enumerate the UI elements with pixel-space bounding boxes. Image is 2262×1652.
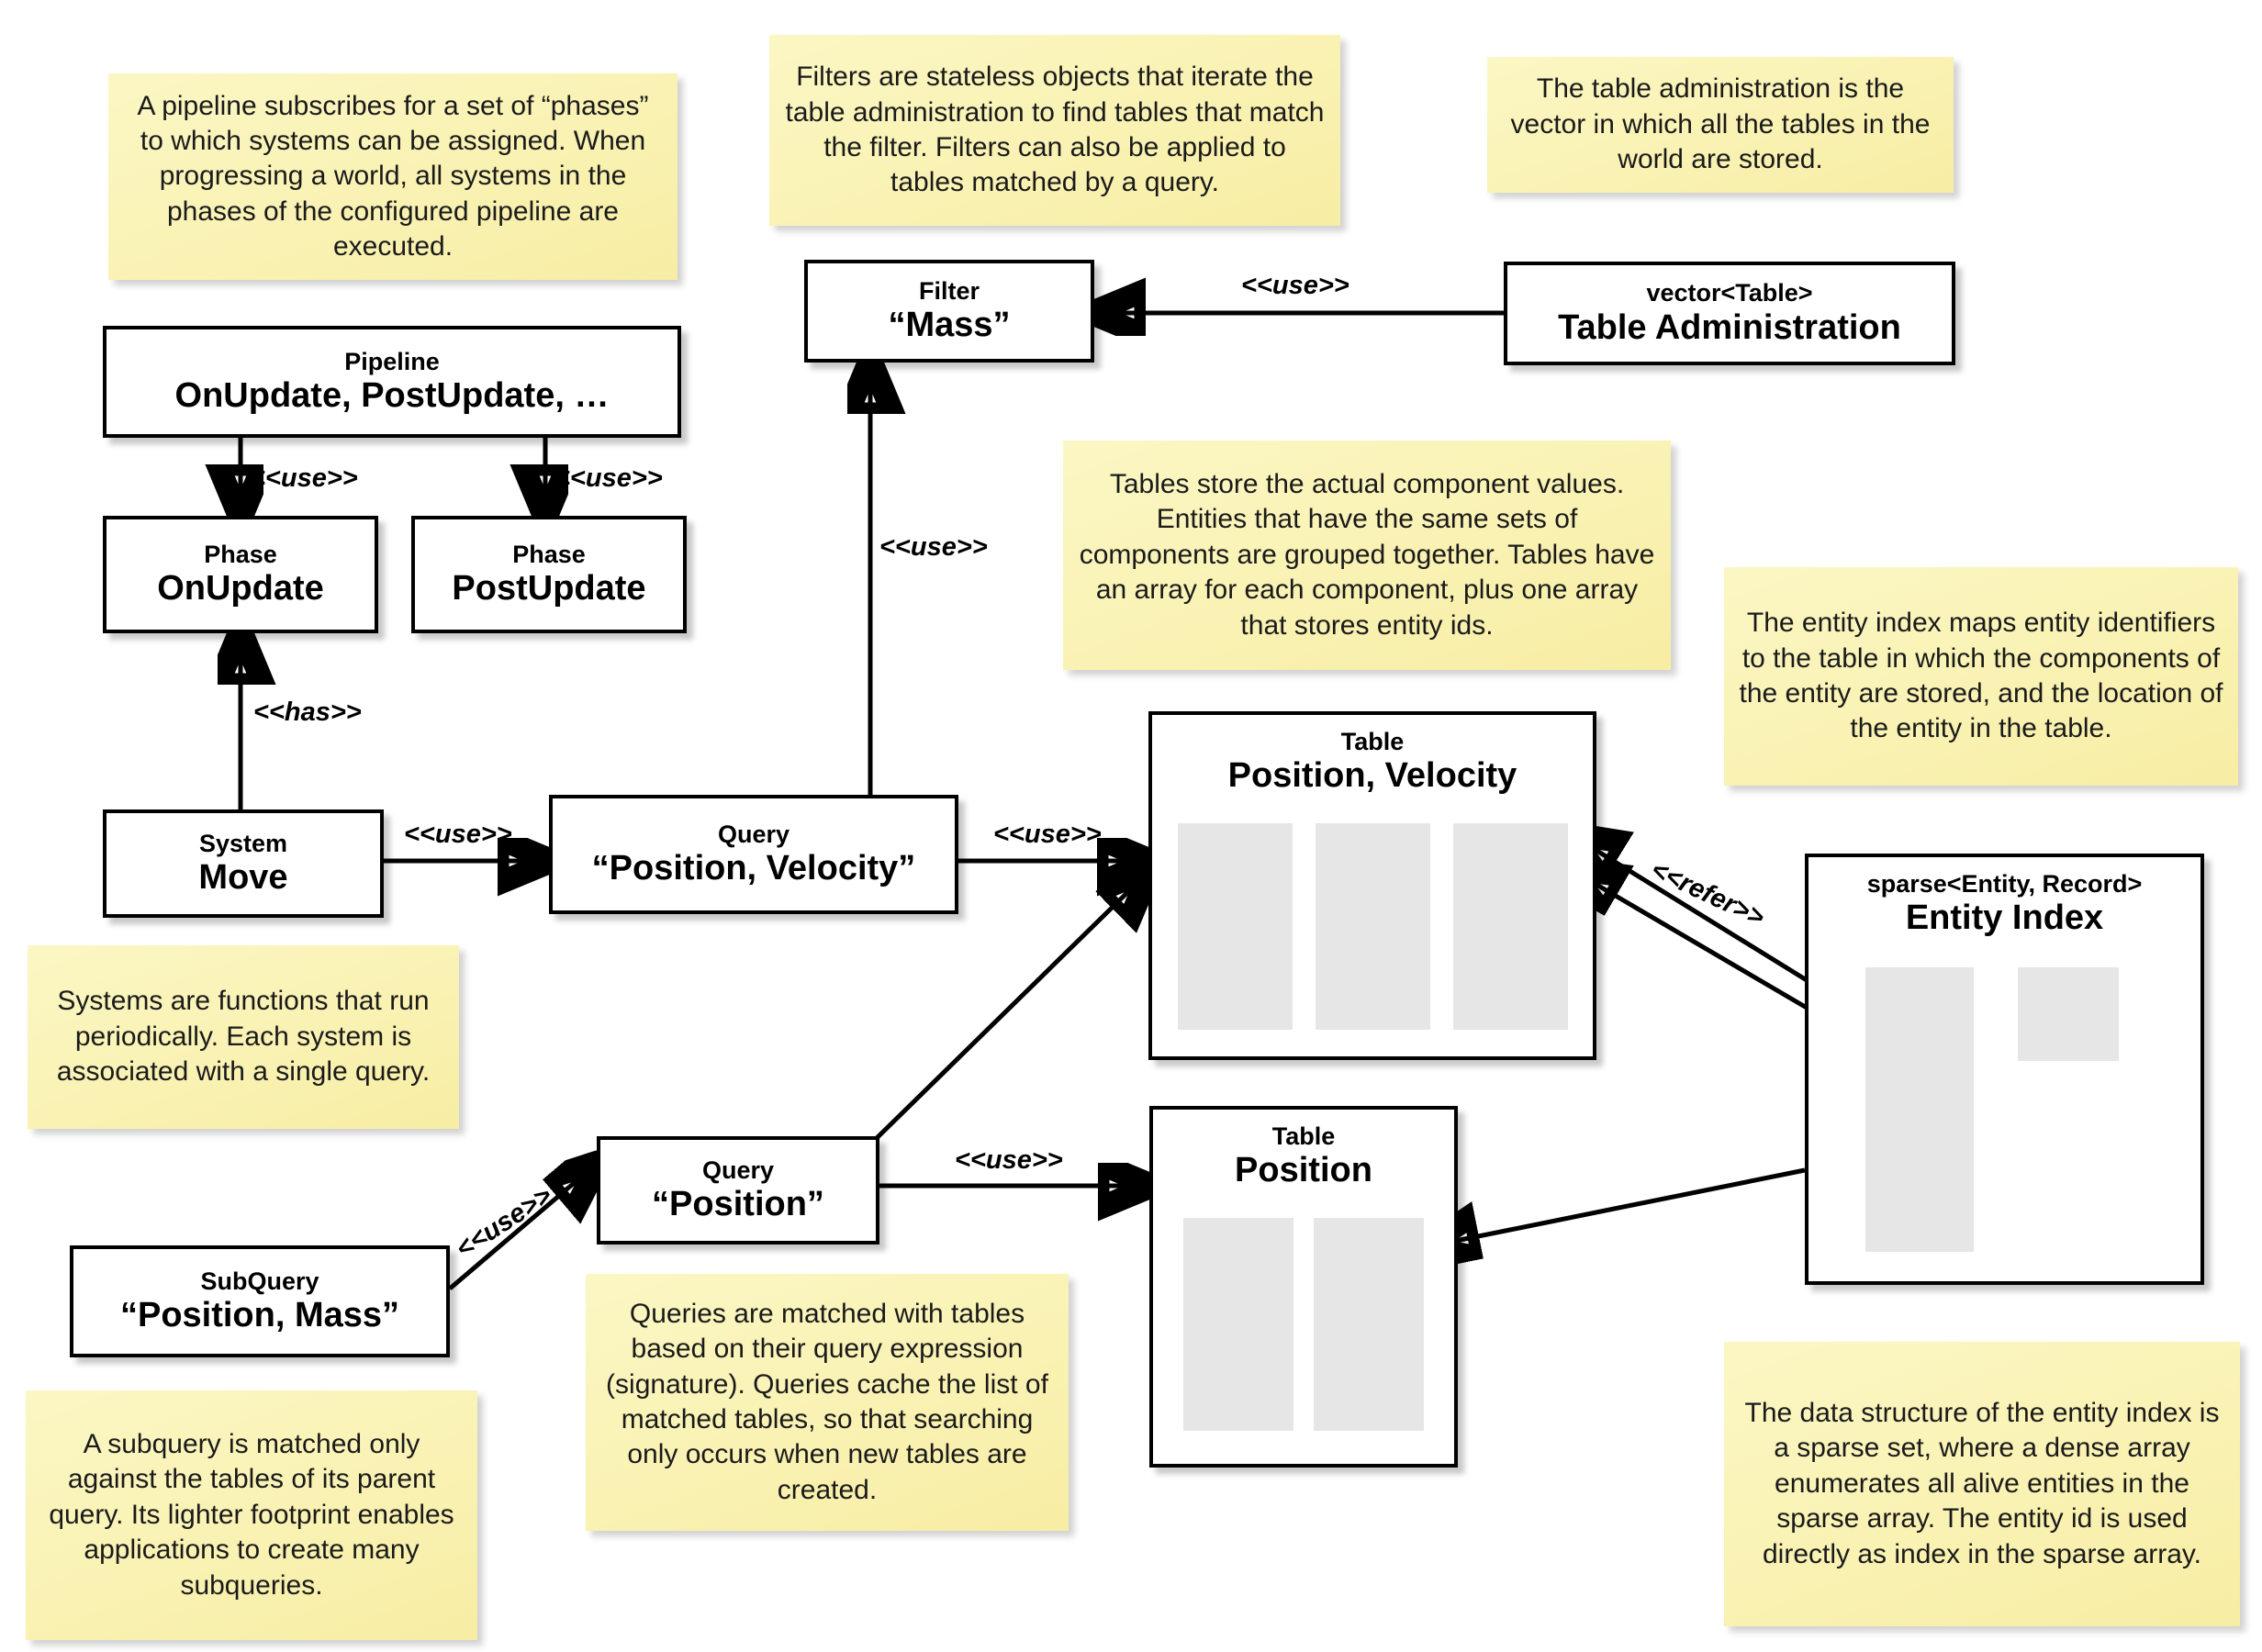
table-column-entity-ids — [1314, 1218, 1424, 1431]
node-phase-onupdate-stereotype: Phase — [204, 540, 277, 568]
edge-entity-index-to-table-pv-a — [1572, 835, 1808, 983]
node-table-position-velocity-stereotype: Table — [1340, 728, 1405, 755]
edge-label-entity-index-to-table-pv: <<refer>> — [1646, 854, 1769, 933]
edge-label-pipeline-to-phase-onupdate: <<use>> — [250, 463, 358, 493]
table-column-position — [1183, 1218, 1293, 1431]
node-pipeline-stereotype: Pipeline — [344, 347, 440, 375]
note-filter: Filters are stateless objects that itera… — [769, 35, 1340, 226]
note-pipeline: A pipeline subscribes for a set of “phas… — [108, 73, 677, 280]
node-subquery-position-mass-stereotype: SubQuery — [200, 1267, 319, 1295]
node-pipeline[interactable]: Pipeline OnUpdate, PostUpdate, … — [103, 326, 681, 438]
edge-label-system-to-phase-onupdate: <<has>> — [253, 698, 362, 727]
node-query-position-velocity-stereotype: Query — [717, 820, 790, 848]
node-pipeline-name: OnUpdate, PostUpdate, … — [174, 376, 610, 416]
node-phase-postupdate[interactable]: Phase PostUpdate — [411, 516, 687, 633]
node-query-position-stereotype: Query — [701, 1155, 775, 1184]
table-position-velocity-columns — [1152, 823, 1593, 1030]
note-sparse-set: The data structure of the entity index i… — [1724, 1342, 2240, 1626]
note-entity-index: The entity index maps entity identifiers… — [1724, 567, 2238, 786]
node-entity-index-stereotype: sparse<Entity, Record> — [1866, 870, 2143, 898]
node-subquery-position-mass[interactable]: SubQuery “Position, Mass” — [70, 1245, 450, 1357]
node-query-position-velocity[interactable]: Query “Position, Velocity” — [549, 795, 958, 914]
entity-index-dense-array — [2018, 967, 2119, 1061]
edge-label-query-p-to-table-p: <<use>> — [955, 1145, 1063, 1175]
note-tables: Tables store the actual component values… — [1063, 441, 1671, 670]
note-systems: Systems are functions that run periodica… — [28, 945, 459, 1129]
table-column-entity-ids — [1452, 823, 1568, 1030]
node-table-administration-stereotype: vector<Table> — [1646, 279, 1813, 307]
edge-label-system-to-query-pv: <<use>> — [404, 820, 512, 849]
node-system-move[interactable]: System Move — [103, 809, 384, 918]
node-table-administration[interactable]: vector<Table> Table Administration — [1504, 262, 1955, 365]
edge-label-pipeline-to-phase-postupdate: <<use>> — [554, 463, 663, 493]
node-system-move-name: Move — [198, 858, 288, 898]
node-table-position-velocity[interactable]: Table Position, Velocity — [1148, 711, 1596, 1060]
node-entity-index-name: Entity Index — [1905, 899, 2104, 938]
table-column-position-x — [1177, 823, 1293, 1030]
node-phase-postupdate-stereotype: Phase — [512, 540, 586, 568]
node-table-administration-name: Table Administration — [1558, 307, 1901, 347]
note-queries: Queries are matched with tables based on… — [586, 1274, 1069, 1531]
node-phase-onupdate[interactable]: Phase OnUpdate — [103, 516, 378, 633]
note-table-admin: The table administration is the vector i… — [1487, 57, 1954, 193]
node-entity-index[interactable]: sparse<Entity, Record> Entity Index — [1805, 854, 2204, 1285]
node-query-position-name: “Position” — [652, 1185, 824, 1224]
edge-label-query-pv-to-table-pv: <<use>> — [993, 820, 1102, 849]
note-subquery: A subquery is matched only against the t… — [26, 1390, 477, 1640]
node-system-move-stereotype: System — [198, 829, 288, 857]
node-table-position-velocity-name: Position, Velocity — [1227, 756, 1517, 796]
entity-index-sparse-array — [1865, 967, 1974, 1252]
node-table-position-name: Position — [1235, 1151, 1372, 1190]
table-column-position-y — [1315, 823, 1430, 1030]
node-subquery-position-mass-name: “Position, Mass” — [119, 1296, 400, 1335]
node-table-position-stereotype: Table — [1271, 1122, 1336, 1150]
node-query-position-velocity-name: “Position, Velocity” — [591, 849, 916, 888]
node-phase-onupdate-name: OnUpdate — [157, 569, 324, 608]
node-query-position[interactable]: Query “Position” — [597, 1136, 879, 1245]
node-table-position[interactable]: Table Position — [1149, 1106, 1458, 1468]
node-phase-postupdate-name: PostUpdate — [452, 569, 646, 608]
edge-label-query-pv-to-filter: <<use>> — [879, 532, 988, 562]
edge-entity-index-to-table-p — [1428, 1167, 1806, 1246]
edge-label-subquery-to-query-p: <<use>> — [451, 1180, 558, 1265]
table-position-columns — [1153, 1218, 1454, 1431]
edge-label-table-admin-to-filter: <<use>> — [1241, 271, 1349, 300]
node-filter-mass-stereotype: Filter — [918, 276, 980, 305]
node-filter-mass[interactable]: Filter “Mass” — [804, 260, 1094, 363]
node-filter-mass-name: “Mass” — [888, 306, 1011, 345]
